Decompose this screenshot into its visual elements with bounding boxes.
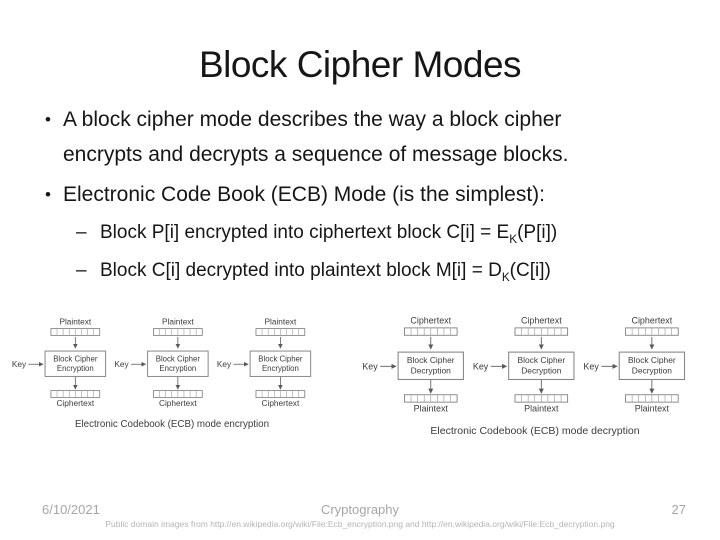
cipher-box [397,351,464,381]
bottom-label: Ciphertext [56,398,94,408]
cipher-box-line2: Encryption [262,364,299,373]
formula-subscript: K [501,270,510,284]
cipher-box-line2: Decryption [632,366,673,376]
output-block [625,394,679,403]
top-label: Plaintext [265,317,297,327]
formula-post: (P[i]) [517,222,558,243]
cipher-box-line1: Block Cipher [517,355,565,365]
cipher-box-line1: Block Cipher [156,354,201,363]
output-block [404,394,458,403]
top-label: Ciphertext [410,316,451,326]
bottom-label: Plaintext [635,404,670,414]
bottom-label: Ciphertext [159,398,197,408]
input-block [50,328,101,336]
output-block [514,394,569,403]
top-label: Ciphertext [632,316,673,326]
bullet-text: Electronic Code Book (ECB) Mode (is the … [63,183,546,206]
sub-bullet-marker: – [76,260,87,281]
bottom-label: Plaintext [524,404,559,414]
top-label: Plaintext [59,317,91,327]
cipher-box-line2: Decryption [411,366,452,376]
sub-bullet-item: – Block P[i] encrypted into ciphertext b… [76,218,696,248]
input-block [153,328,203,336]
bullet-item: • Electronic Code Book (ECB) Mode (is th… [45,177,685,212]
slide-title: Block Cipher Modes [198,44,522,85]
diagram-caption: Electronic Codebook (ECB) mode decryptio… [430,425,639,437]
cipher-box-line2: Decryption [521,366,562,376]
footer-title: Cryptography [320,502,400,517]
bullet-marker: • [45,185,51,204]
formula-pre: Block P[i] encrypted into ciphertext blo… [100,222,510,243]
cipher-box [508,351,575,381]
cipher-box [44,350,107,377]
key-label: Key [12,359,27,369]
key-label: Key [362,361,378,371]
input-block [404,327,458,336]
key-label: Key [217,359,232,369]
key-label: Key [114,359,129,369]
output-block [153,390,203,398]
footer-date: 6/10/2021 [42,502,100,517]
bottom-label: Ciphertext [262,398,300,408]
bullet-text: A block cipher mode describes the way a … [63,108,569,166]
formula-post: (C[i]) [509,260,551,281]
footer-credit: Public domain images from http://en.wiki… [105,519,615,529]
top-label: Plaintext [162,317,194,327]
cipher-box [249,350,312,377]
input-block [625,327,679,336]
bullet-marker: • [45,110,51,129]
cipher-box [147,350,209,377]
key-label: Key [583,361,599,371]
sub-bullet-text: Block C[i] decrypted into plaintext bloc… [100,256,551,286]
cipher-box [618,351,686,381]
cipher-box-line1: Block Cipher [628,355,676,365]
bullet-item: • A block cipher mode describes the way … [45,102,685,172]
footer-page-number: 27 [671,502,686,517]
diagram-caption: Electronic Codebook (ECB) mode encryptio… [75,419,269,430]
cipher-box-line1: Block Cipher [407,355,455,365]
output-block [255,390,306,398]
sub-bullet-text: Block P[i] encrypted into ciphertext blo… [100,218,557,248]
input-block [255,328,306,336]
input-block [514,327,569,336]
formula-subscript: K [509,232,518,246]
cipher-box-line1: Block Cipher [258,354,303,363]
cipher-box-line2: Encryption [57,364,94,373]
bottom-label: Plaintext [414,404,449,414]
key-label: Key [473,361,489,371]
sub-bullet-marker: – [76,222,87,243]
cipher-box-line1: Block Cipher [53,354,98,363]
output-block [50,390,101,398]
top-label: Ciphertext [521,316,562,326]
formula-pre: Block C[i] decrypted into plaintext bloc… [100,260,502,281]
sub-bullet-item: – Block C[i] decrypted into plaintext bl… [76,256,696,286]
cipher-box-line2: Encryption [159,364,196,373]
